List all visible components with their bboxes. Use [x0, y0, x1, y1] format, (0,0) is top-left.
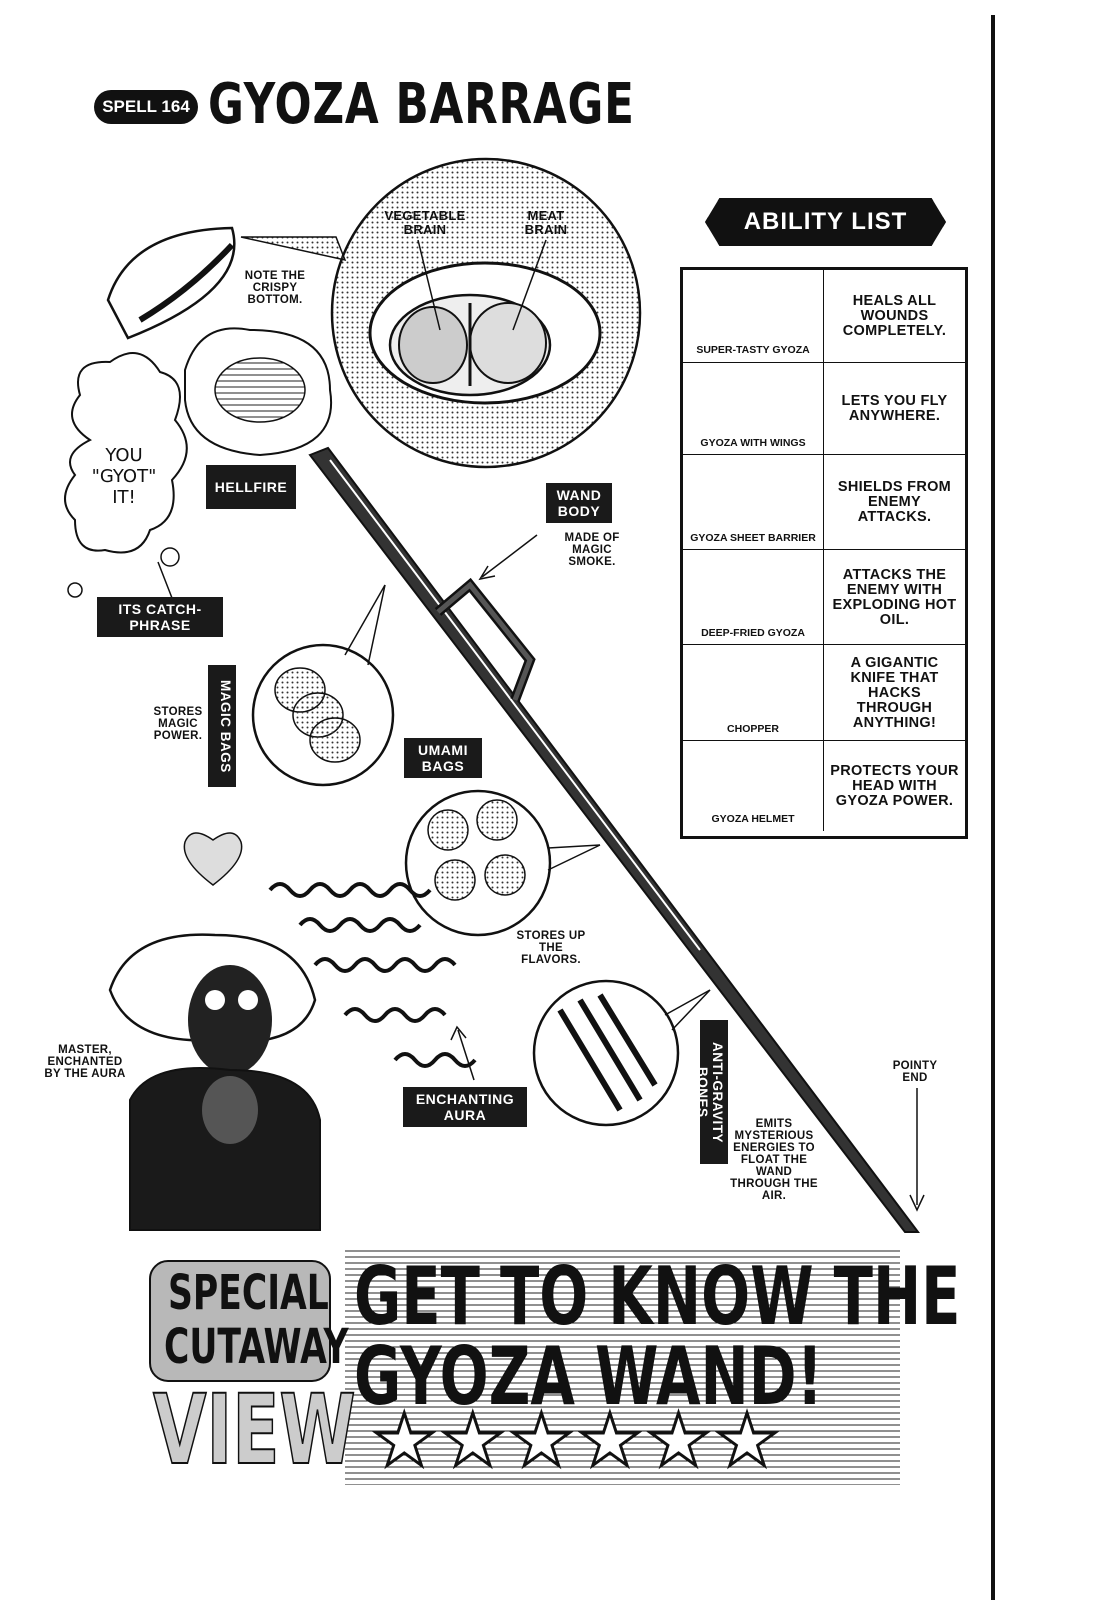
ability-name: CHOPPER [727, 723, 779, 735]
speech-cloud [64, 352, 188, 554]
enchanting-aura-label: ENCHANTING AURA [403, 1087, 527, 1127]
ability-row: GYOZA HELMET PROTECTS YOUR HEAD WITH GYO… [683, 740, 965, 831]
ability-desc: HEALS ALL WOUNDS COMPLETELY. [823, 270, 965, 362]
ability-row: GYOZA SHEET BARRIER SHIELDS FROM ENEMY A… [683, 454, 965, 550]
headline-line-2: GYOZA WAND! [354, 1330, 823, 1423]
ability-row: DEEP-FRIED GYOZA ATTACKS THE ENEMY WITH … [683, 549, 965, 645]
ability-row: GYOZA WITH WINGS LETS YOU FLY ANYWHERE. [683, 362, 965, 455]
hellfire-drawing [184, 327, 333, 457]
meat-brain-label: MEAT BRAIN [524, 208, 568, 237]
magic-bags-label: MAGIC BAGS [208, 665, 236, 787]
ability-desc: A GIGANTIC KNIFE THAT HACKS THROUGH ANYT… [823, 645, 965, 741]
umami-note: STORES UP THE FLAVORS. [516, 930, 586, 966]
cutaway-word: CUTAWAY [164, 1319, 349, 1375]
ability-list-heading: ABILITY LIST [705, 198, 946, 246]
wand-body-label: WAND BODY [546, 483, 612, 523]
ability-desc: SHIELDS FROM ENEMY ATTACKS. [823, 455, 965, 550]
master-note: MASTER, ENCHANTED BY THE AURA [44, 1044, 126, 1080]
ability-name: GYOZA HELMET [711, 813, 795, 825]
ability-name: GYOZA WITH WINGS [700, 437, 806, 449]
anti-gravity-note: EMITS MYSTERIOUS ENERGIES TO FLOAT THE W… [730, 1118, 818, 1202]
spell-badge: SPELL 164 [94, 90, 198, 124]
wand-body-arrow [481, 534, 538, 578]
aura-arrow [457, 1029, 475, 1081]
ability-name: SUPER-TASTY GYOZA [696, 344, 810, 356]
headline-panel [345, 1250, 900, 1485]
vegetable-brain-label: VEGETABLE BRAIN [384, 208, 466, 237]
heart-drawing [183, 832, 243, 886]
crispy-bottom-note: NOTE THE CRISPY BOTTOM. [244, 270, 306, 306]
ability-name: GYOZA SHEET BARRIER [690, 532, 816, 544]
spell-label: SPELL 164 [102, 97, 190, 116]
umami-bags-closeup [404, 789, 601, 937]
view-word: VIEW [152, 1374, 356, 1486]
headline-line-1: GET TO KNOW THE [354, 1250, 961, 1343]
pointy-end-label: POINTY END [892, 1060, 938, 1084]
gyoza-cross-section [240, 157, 642, 469]
catchphrase-label: ITS CATCH-PHRASE [97, 597, 223, 637]
magic-bags-note: STORES MAGIC POWER. [153, 706, 203, 742]
ability-desc: LETS YOU FLY ANYWHERE. [823, 363, 965, 455]
anti-gravity-label: ANTI-GRAVITY BONES [695, 1020, 728, 1164]
umami-bags-label: UMAMI BAGS [404, 738, 482, 778]
gyoza-drawing-topleft [106, 226, 236, 340]
page-title: GYOZA BARRAGE [208, 72, 635, 137]
star-rating: ★★★★★★ [370, 1398, 784, 1482]
special-cutaway-panel [149, 1260, 331, 1382]
magic-bags-closeup [251, 584, 395, 787]
ability-desc: ATTACKS THE ENEMY WITH EXPLODING HOT OIL… [823, 550, 965, 645]
aura-squiggles [268, 882, 477, 1068]
ability-list-table: SUPER-TASTY GYOZA HEALS ALL WOUNDS COMPL… [680, 267, 968, 839]
master-figure-drawing [108, 933, 321, 1231]
special-word: SPECIAL [168, 1265, 329, 1321]
ability-desc: PROTECTS YOUR HEAD WITH GYOZA POWER. [823, 741, 965, 831]
ability-row: CHOPPER A GIGANTIC KNIFE THAT HACKS THRO… [683, 644, 965, 741]
hellfire-label: HELLFIRE [206, 465, 296, 509]
ability-row: SUPER-TASTY GYOZA HEALS ALL WOUNDS COMPL… [683, 270, 965, 362]
gyoza-wand-drawing [308, 446, 921, 1233]
speech-text: YOU "GYOT" IT! [91, 445, 157, 508]
wand-body-note: MADE OF MAGIC SMOKE. [564, 532, 620, 568]
anti-gravity-closeup [532, 979, 711, 1127]
ability-name: DEEP-FRIED GYOZA [701, 627, 805, 639]
